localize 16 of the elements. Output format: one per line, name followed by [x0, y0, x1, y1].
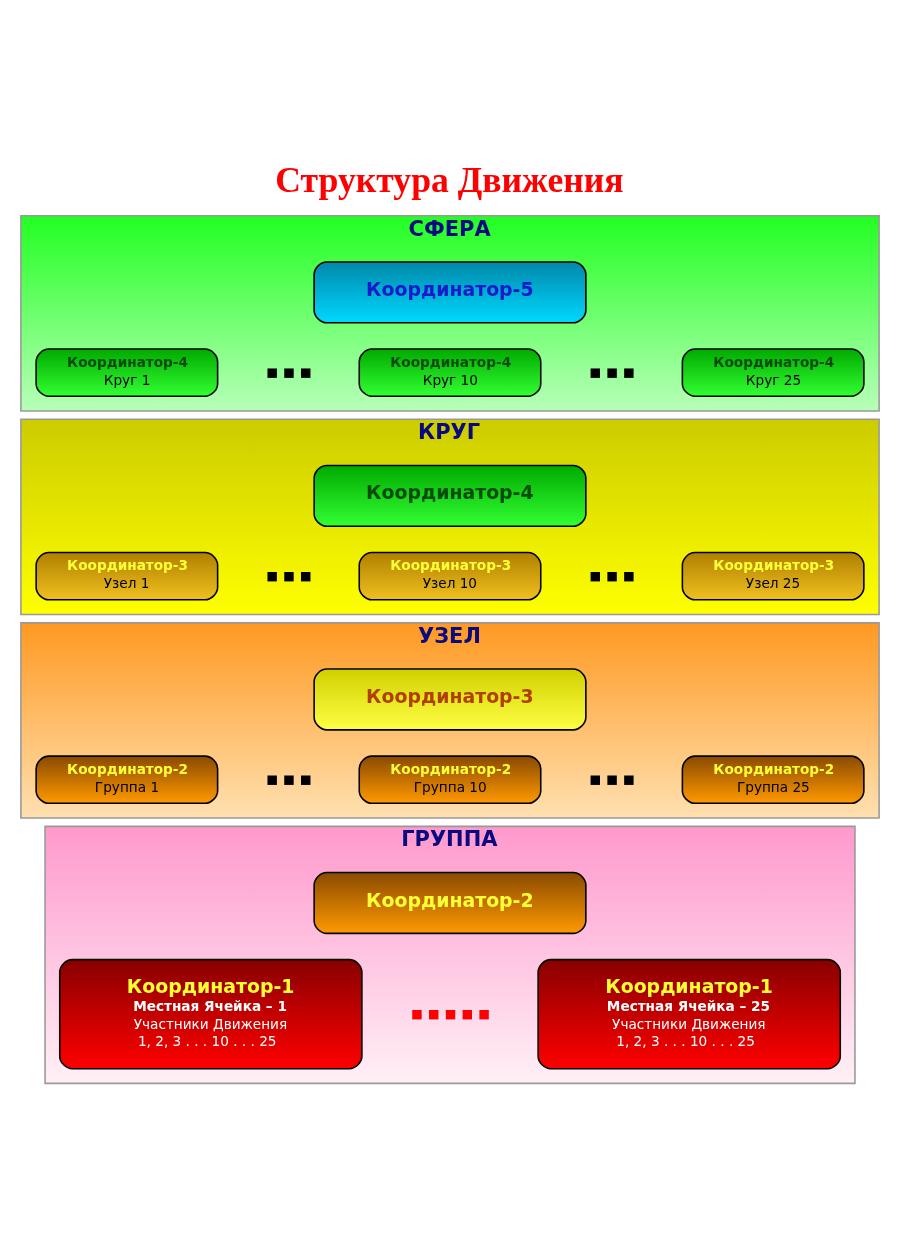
- node-box: Координатор-4 Круг 25: [681, 347, 865, 397]
- node-box: Координатор-3 Узел 10: [358, 551, 542, 601]
- diagram-title: Структура Движения: [275, 159, 624, 200]
- node-box: Координатор-2 Группа 10: [358, 754, 542, 804]
- node-box: Координатор-2 Группа 25: [681, 754, 865, 804]
- node-box: Координатор-5: [313, 260, 587, 324]
- node-box: Координатор-2: [313, 871, 587, 934]
- node-box: Координатор-4: [313, 464, 587, 527]
- node-box: Координатор-1 Местная Ячейка – 25 Участники Движения 1, 2, 3 . . . 10 . . . 25: [537, 958, 842, 1069]
- node-box: Координатор-1 Местная Ячейка – 1 Участники Движения 1, 2, 3 . . . 10 . . . 25: [58, 958, 363, 1069]
- node-box: Координатор-2 Группа 1: [35, 754, 219, 804]
- node-box: Координатор-4 Круг 10: [358, 347, 542, 397]
- node-box: Координатор-3 Узел 25: [681, 551, 865, 601]
- node-box: Координатор-3: [313, 667, 587, 731]
- node-box: Координатор-3 Узел 1: [35, 551, 219, 601]
- node-box: Координатор-4 Круг 1: [35, 347, 219, 397]
